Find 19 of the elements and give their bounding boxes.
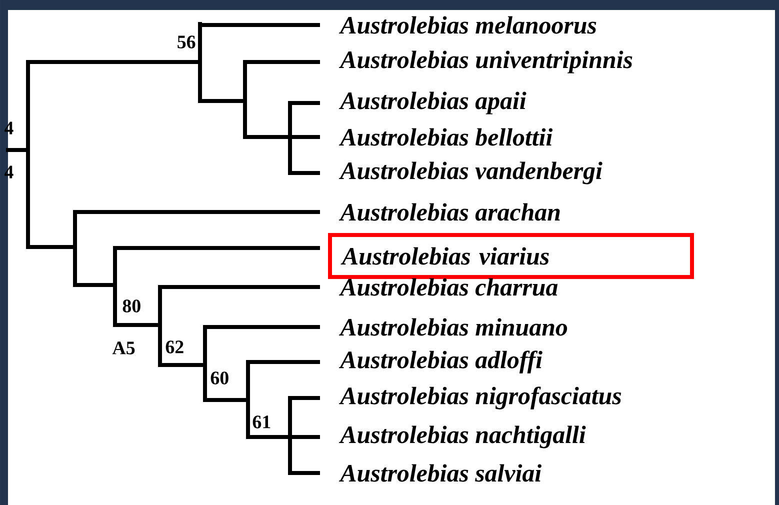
highlighted-taxon: Austrolebias viarius bbox=[328, 232, 694, 279]
taxon-name: Austrolebias nigrofasciatus bbox=[338, 386, 622, 410]
support-value: 56 bbox=[178, 36, 196, 48]
support-value: 60 bbox=[210, 372, 228, 384]
taxon-name: Austrolebias minuano bbox=[338, 318, 568, 336]
taxon-name: Austrolebias melanoorus bbox=[338, 16, 596, 34]
taxon-name: Austrolebias salviai bbox=[338, 464, 542, 482]
taxon-name: Austrolebias charrua bbox=[338, 278, 558, 296]
taxon-name: Austrolebias arachan bbox=[338, 203, 560, 221]
taxon-name: Austrolebias vandenbergi bbox=[338, 162, 602, 184]
support-value: 61 bbox=[252, 416, 270, 428]
taxon-name: Austrolebias nachtigalli bbox=[338, 426, 586, 448]
support-value: 62 bbox=[166, 340, 184, 354]
support-value: 80 bbox=[122, 300, 140, 312]
support-value: A5 bbox=[112, 342, 135, 354]
taxon-name: Austrolebias univentripinnis bbox=[338, 50, 632, 74]
taxon-name: Austrolebias adloffi bbox=[338, 350, 542, 374]
taxon-name: Austrolebias bellottii bbox=[338, 128, 553, 146]
taxon-name: Austrolebias apaii bbox=[338, 92, 526, 114]
